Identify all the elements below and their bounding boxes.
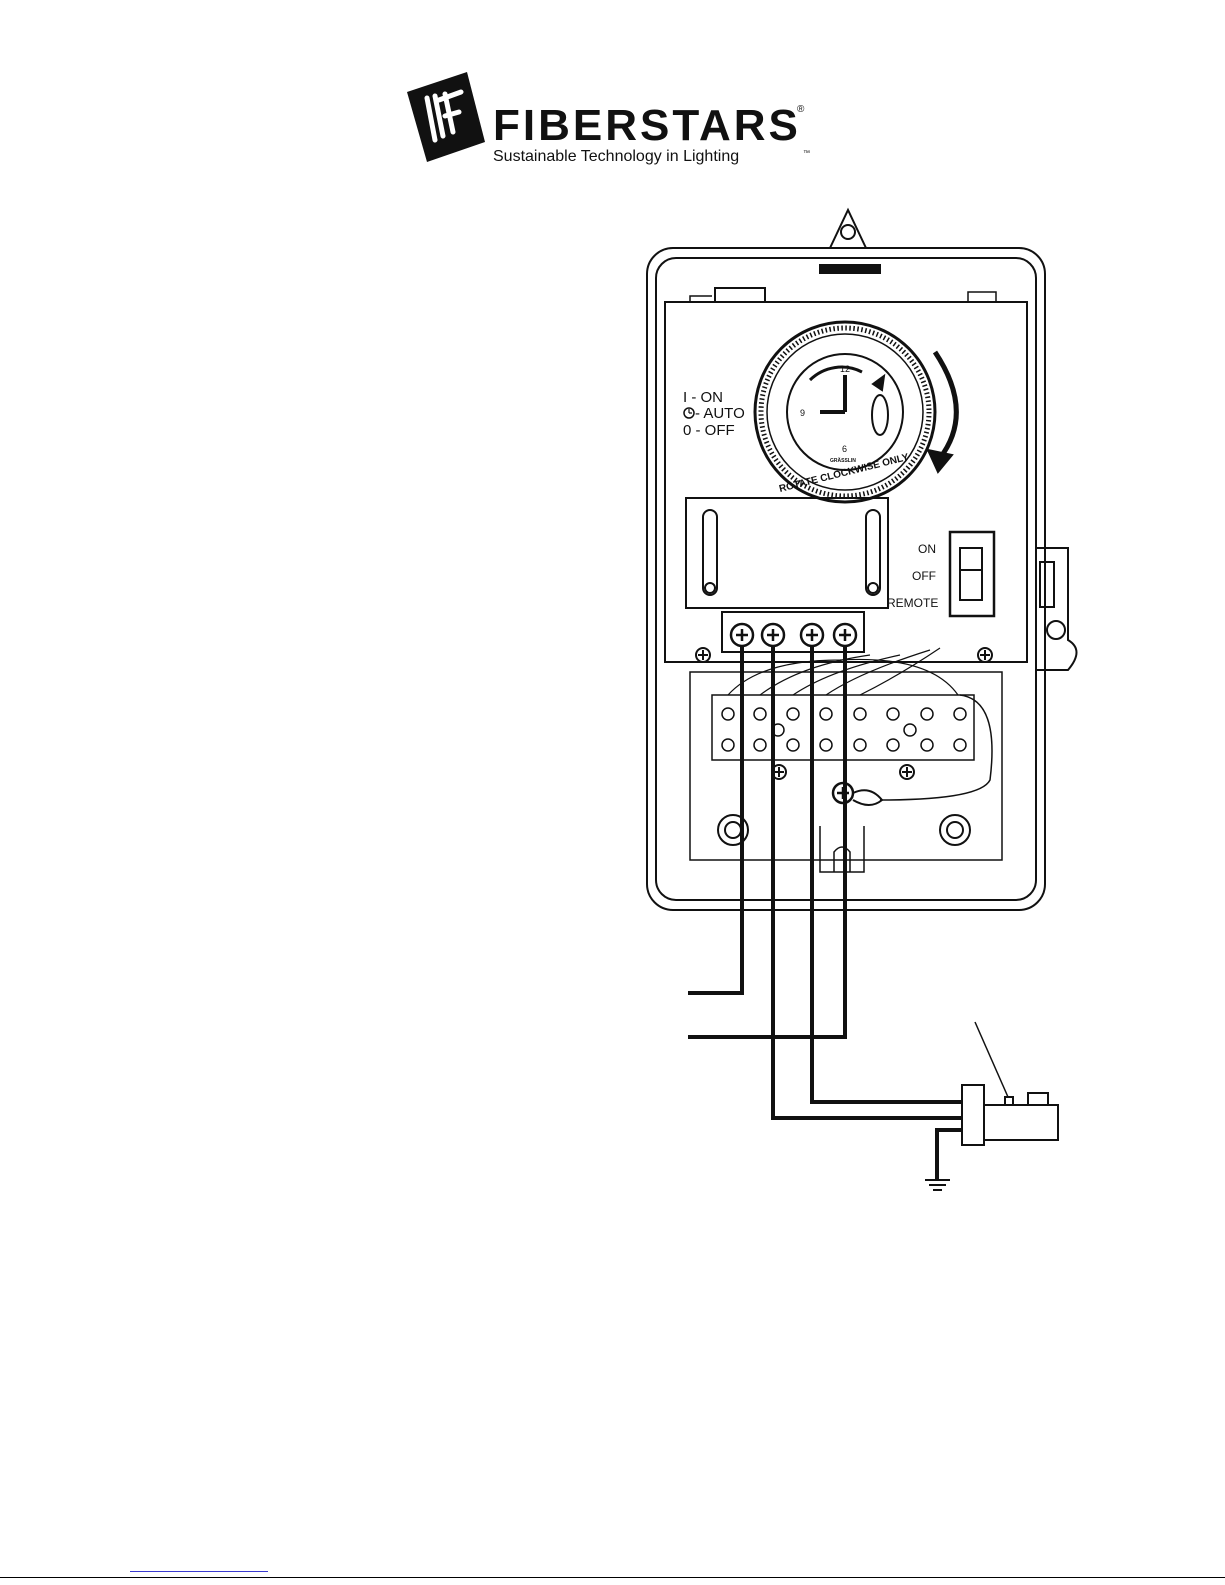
mode-off-label: 0 - OFF bbox=[683, 422, 735, 439]
dial-number-12: 12 bbox=[840, 364, 850, 374]
footer-rule bbox=[0, 1577, 1225, 1578]
mode-on-label: I - ON bbox=[683, 389, 723, 406]
remote-load-device bbox=[962, 1022, 1058, 1145]
clock-icon bbox=[684, 408, 694, 418]
dial-number-6: 6 bbox=[842, 444, 847, 454]
lower-terminal-strip bbox=[712, 648, 992, 800]
switch-remote-label: REMOTE bbox=[887, 596, 938, 610]
selector-switch bbox=[950, 532, 994, 616]
field-wiring bbox=[688, 646, 962, 1180]
rotate-clockwise-arrow bbox=[928, 352, 956, 472]
mode-auto-label: - AUTO bbox=[695, 405, 745, 422]
ground-symbol bbox=[925, 1180, 950, 1190]
dial-number-9: 9 bbox=[800, 408, 805, 418]
dial-brand: GRÄSSLIN bbox=[830, 457, 856, 464]
timer-enclosure bbox=[647, 210, 1077, 910]
mounting-plate bbox=[686, 498, 888, 608]
footer-link-underline[interactable] bbox=[130, 1571, 268, 1572]
switch-on-label: ON bbox=[918, 542, 936, 556]
switch-off-label: OFF bbox=[912, 569, 936, 583]
